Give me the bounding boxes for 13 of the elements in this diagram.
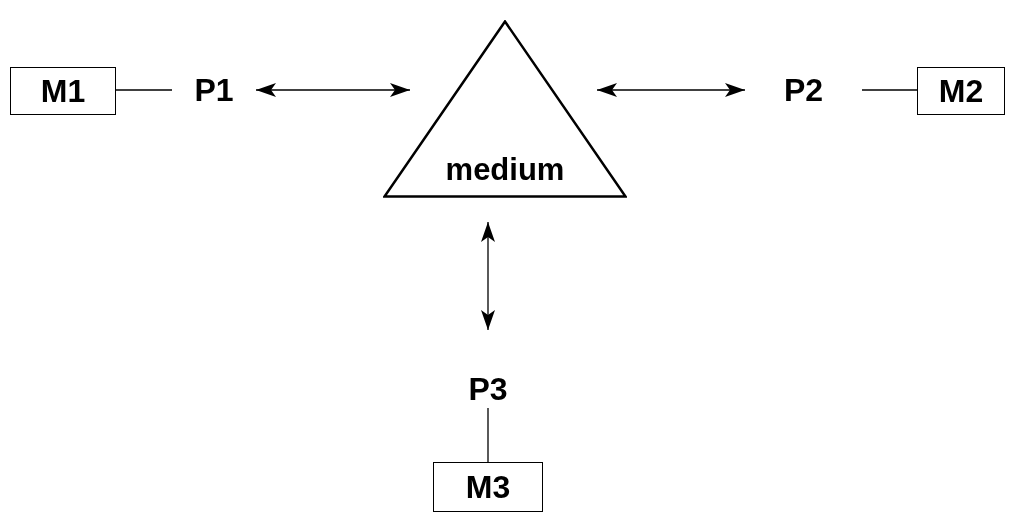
arrow bbox=[255, 83, 411, 97]
node-label: P2 bbox=[745, 70, 862, 110]
arrow bbox=[596, 83, 746, 97]
module-box: M3 bbox=[433, 462, 543, 512]
connector-line bbox=[487, 407, 489, 463]
module-box: M1 bbox=[10, 67, 116, 115]
node-label: P1 bbox=[172, 70, 256, 110]
module-box: M2 bbox=[917, 67, 1005, 115]
connector-line bbox=[115, 89, 173, 91]
node-label: medium bbox=[445, 152, 565, 188]
node-label: P3 bbox=[448, 330, 528, 408]
connector-line bbox=[861, 89, 918, 91]
arrow bbox=[481, 221, 495, 331]
